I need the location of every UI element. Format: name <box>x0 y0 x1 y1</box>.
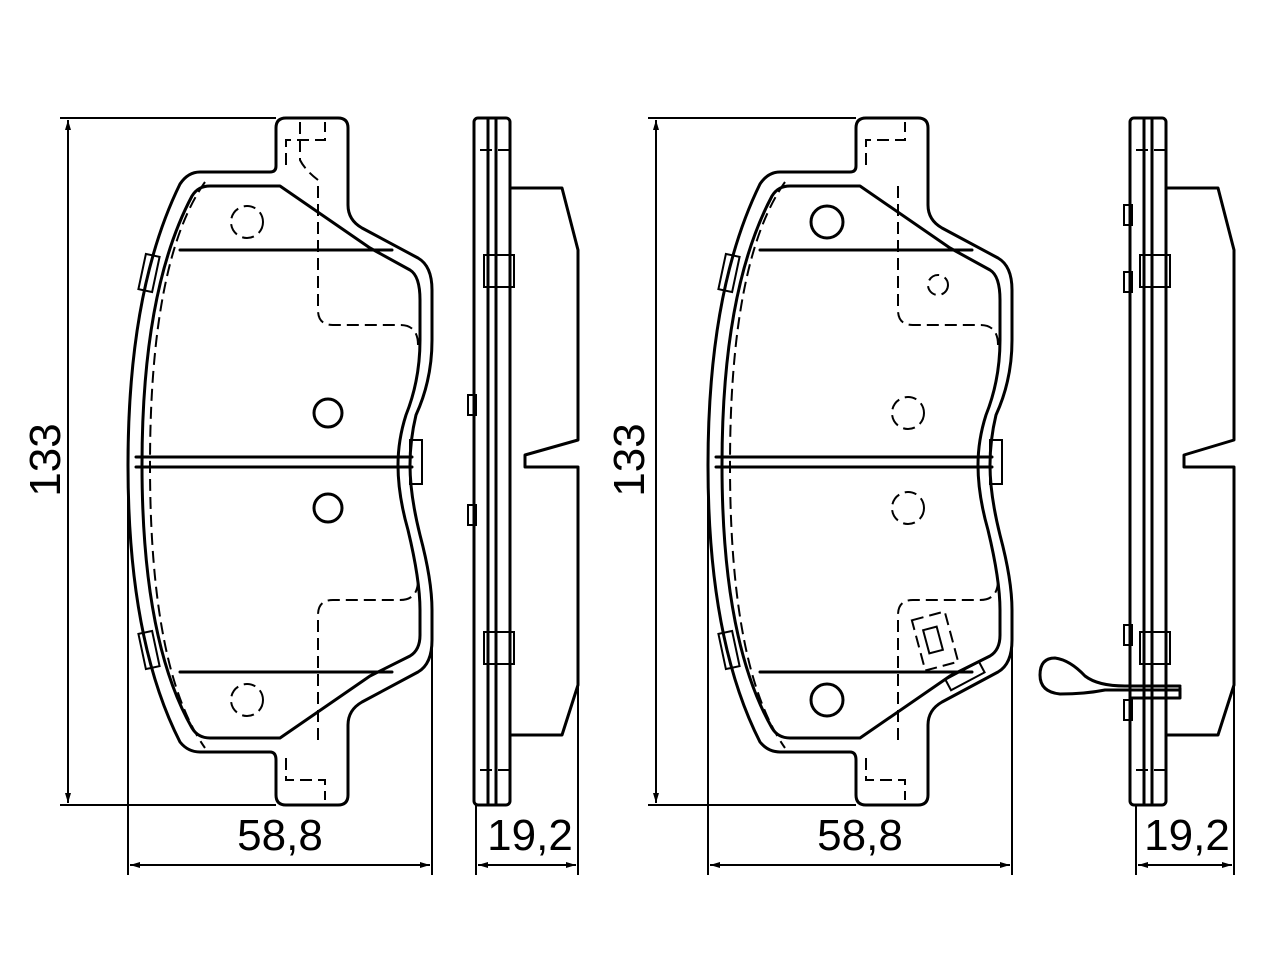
pad-2-width-label: 58,8 <box>817 811 903 860</box>
wear-sensor-wire <box>1038 656 1182 696</box>
pad-2-hidden-outline <box>728 181 786 749</box>
pad-2-backing-plate <box>706 116 1014 807</box>
pad-1-friction-lining <box>140 184 422 740</box>
pad-2-thickness-label: 19,2 <box>1144 811 1230 860</box>
pad-2-friction-lining <box>720 184 1002 740</box>
pad-1-height-label: 133 <box>21 423 70 496</box>
pad-2-front-view <box>706 116 1014 807</box>
dimension-lines <box>60 117 1235 875</box>
pad-1-thickness-label: 19,2 <box>487 811 573 860</box>
pad-2-side-view <box>1038 116 1236 807</box>
pad-1-hidden-outline <box>148 181 206 749</box>
pad-1-width-label: 58,8 <box>237 811 323 860</box>
pad-1-front-view <box>126 116 434 807</box>
pad-1-side-view <box>467 116 580 807</box>
pad-2-height-label: 133 <box>605 423 654 496</box>
pad-1-backing-plate <box>126 116 434 807</box>
